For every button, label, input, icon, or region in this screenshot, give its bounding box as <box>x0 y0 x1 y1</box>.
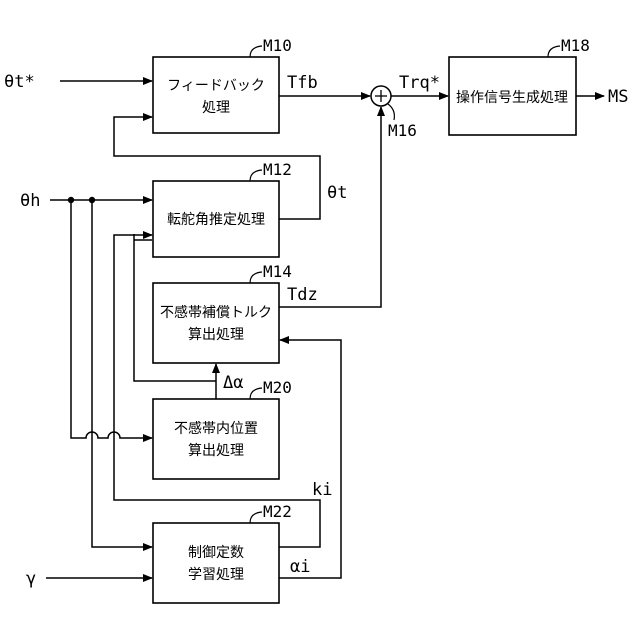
leader-m14 <box>250 272 262 283</box>
ref-m22: M22 <box>263 502 292 521</box>
block-m10-line2: 処理 <box>202 100 230 116</box>
label-theta-h: θh <box>20 191 40 211</box>
leader-m22 <box>250 512 262 523</box>
label-theta-t: θt <box>327 183 347 203</box>
leader-m10 <box>250 46 262 57</box>
adder-m16 <box>371 86 391 106</box>
block-m22-line1: 制御定数 <box>188 545 244 561</box>
ref-m20: M20 <box>263 378 292 397</box>
label-alpha-i: αi <box>290 557 310 577</box>
wire-theta-h-to-m22 <box>92 200 152 547</box>
label-trq-star: Trq* <box>399 73 440 93</box>
block-m18-line1: 操作信号生成処理 <box>456 90 568 106</box>
block-m20-deadband-position: 不感帯内位置 算出処理 <box>153 399 279 479</box>
block-m10-line1: フィードバック <box>167 78 265 94</box>
label-ki: ki <box>312 480 332 500</box>
leader-m20 <box>250 388 262 399</box>
label-tfb: Tfb <box>287 73 318 93</box>
block-m22-line2: 学習処理 <box>188 567 244 583</box>
block-m14-deadband-torque: 不感帯補償トルク 算出処理 <box>153 283 279 363</box>
label-delta-alpha: Δα <box>223 373 243 393</box>
label-tdz: Tdz <box>287 285 318 305</box>
wire-tdz <box>279 107 381 307</box>
block-m22-learning: 制御定数 学習処理 <box>153 523 279 603</box>
ref-m10: M10 <box>263 36 292 55</box>
leader-m12 <box>250 170 262 181</box>
block-m12-line1: 転舵角推定処理 <box>167 212 265 228</box>
block-m14-line2: 算出処理 <box>188 327 244 343</box>
ref-m14: M14 <box>263 262 292 281</box>
wire-alpha-i <box>279 340 341 578</box>
ref-m18: M18 <box>561 36 590 55</box>
label-ms: MS <box>608 87 628 107</box>
ref-m16: M16 <box>388 121 417 140</box>
block-m10-feedback: フィードバック 処理 <box>153 57 279 133</box>
label-theta-t-star: θt* <box>4 72 35 92</box>
block-m18-operation-signal: 操作信号生成処理 <box>449 57 576 135</box>
leader-m18 <box>548 46 560 57</box>
block-m20-line2: 算出処理 <box>188 443 244 459</box>
label-gamma: γ <box>26 569 36 589</box>
block-m20-line1: 不感帯内位置 <box>174 420 258 437</box>
block-m14-line1: 不感帯補償トルク <box>160 304 272 321</box>
block-m12-steering-angle-estimation: 転舵角推定処理 <box>153 181 279 257</box>
leader-m16 <box>388 104 394 120</box>
ref-m12: M12 <box>263 160 292 179</box>
